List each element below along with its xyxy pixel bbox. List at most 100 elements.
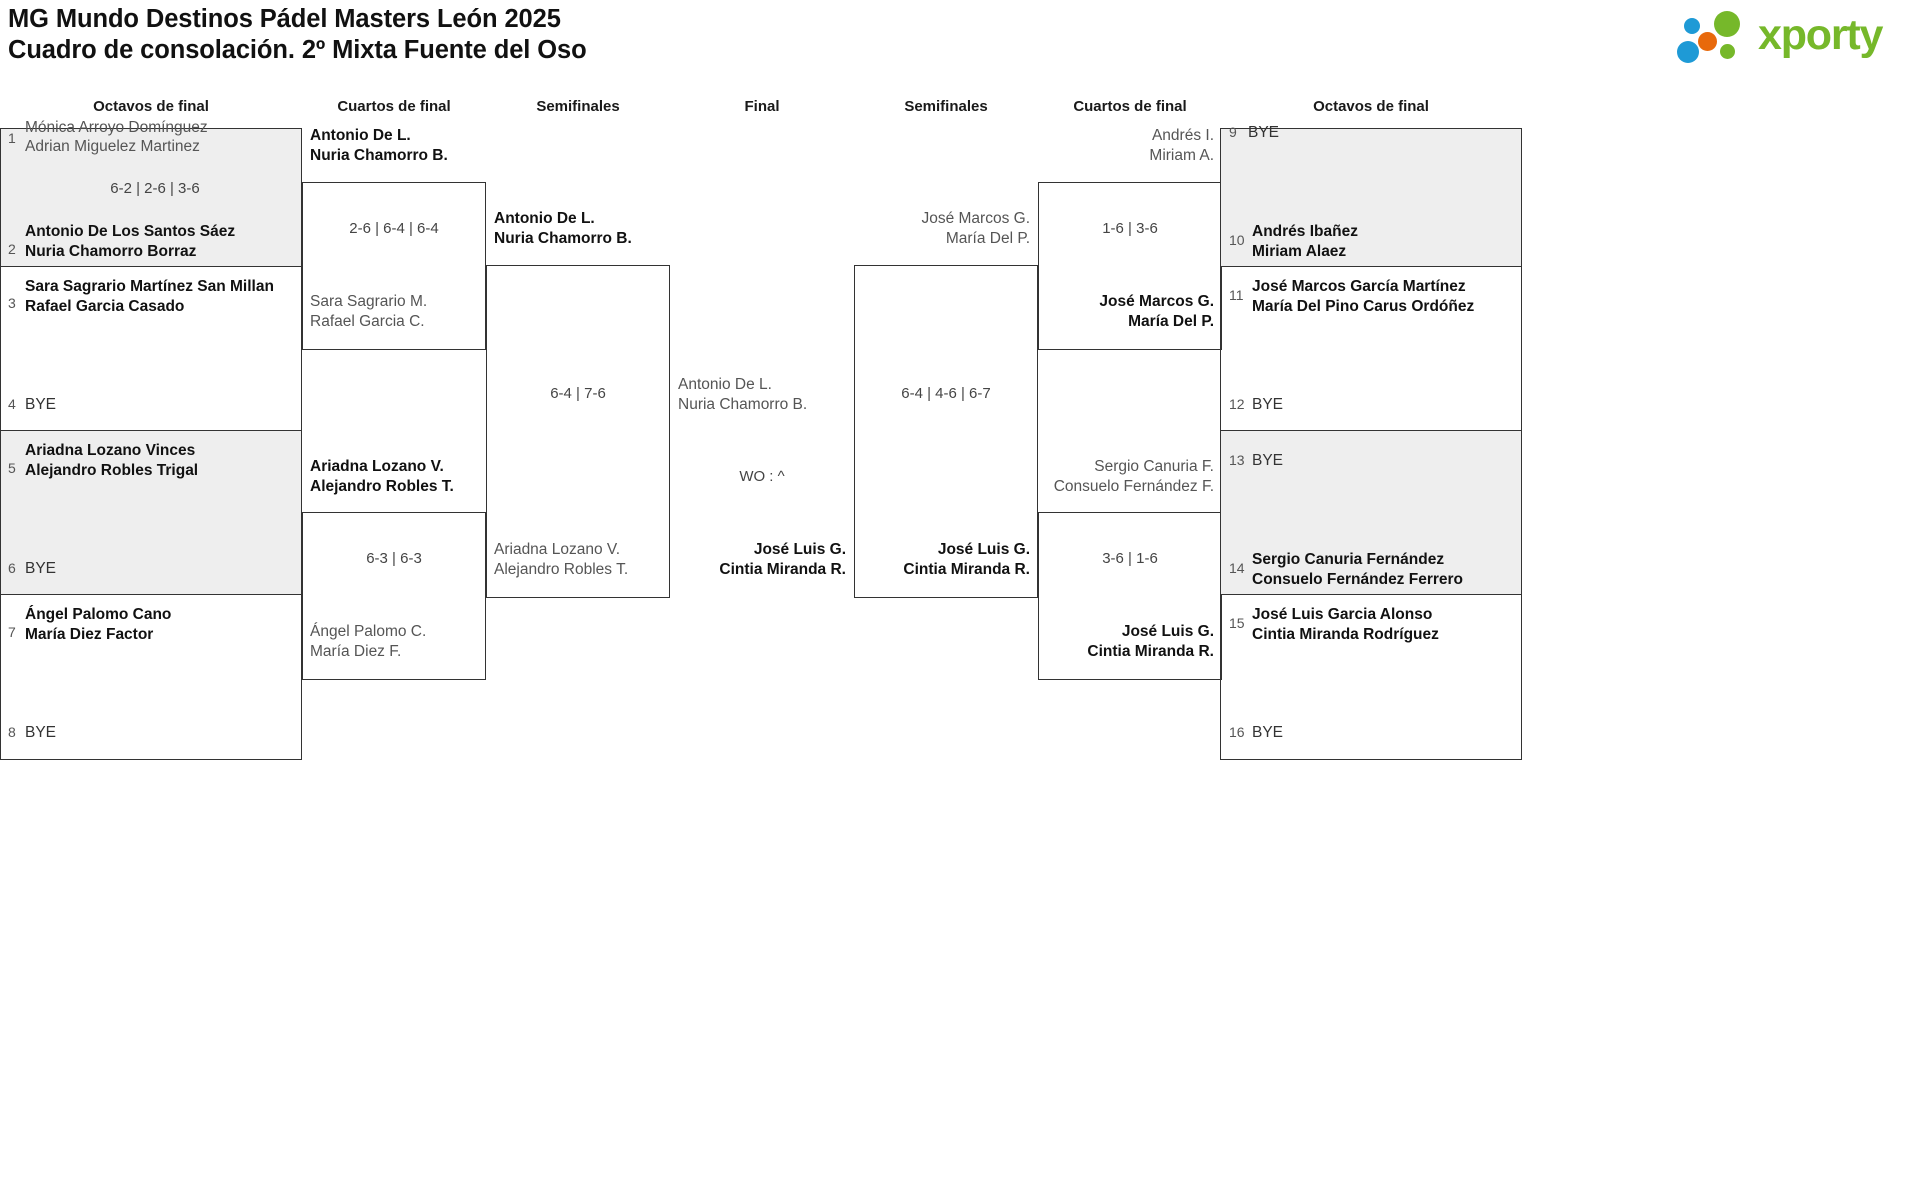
player-name: Andrés Ibañez: [1252, 223, 1358, 240]
match-score: 6-4 | 4-6 | 6-7: [901, 385, 991, 402]
player-name: Antonio De L.: [494, 210, 595, 227]
logo-wordmark: xporty: [1758, 11, 1883, 59]
cuartos-left-box-bottom: [302, 512, 486, 680]
player-name: Ángel Palomo Cano: [25, 606, 172, 623]
player-name: José Marcos G.: [921, 210, 1030, 227]
seed-number: 7: [8, 624, 16, 640]
player-name: Cintia Miranda R.: [719, 561, 846, 578]
bye-slot: BYE: [25, 396, 57, 413]
bye-slot: BYE: [1252, 396, 1284, 413]
semis-right-box: [854, 265, 1038, 598]
player-name: Ariadna Lozano V.: [310, 458, 444, 475]
seed-number: 10: [1229, 232, 1245, 248]
player-name: Adrian Miguelez Martinez: [25, 138, 200, 155]
player-name: Sergio Canuria F.: [1094, 458, 1214, 475]
seed-number: 16: [1229, 724, 1245, 740]
player-name: Antonio De L.: [310, 127, 411, 144]
semis-left-box: [486, 265, 670, 598]
cuartos-left-box-top: [302, 182, 486, 350]
cuartos-right-box-bottom: [1038, 512, 1222, 680]
octavos-right-divider-14-15: [1220, 594, 1522, 595]
player-name: José Luis G.: [937, 541, 1030, 558]
round-header-semis-right: Semifinales: [904, 98, 988, 115]
round-header-octavos-right: Octavos de final: [1313, 98, 1429, 115]
round-header-semis-left: Semifinales: [536, 98, 620, 115]
match-score: 6-2 | 2-6 | 3-6: [110, 180, 200, 197]
octavos-band-1: [0, 128, 302, 266]
match-score: 3-6 | 1-6: [1102, 550, 1158, 567]
seed-number: 5: [8, 460, 16, 476]
seed-number: 11: [1229, 287, 1244, 303]
seed-number: 13: [1229, 452, 1245, 468]
draw-subtitle: Cuadro de consolación. 2º Mixta Fuente d…: [8, 36, 587, 64]
round-header-cuartos-right: Cuartos de final: [1073, 98, 1187, 115]
match-score: 2-6 | 6-4 | 6-4: [349, 220, 439, 237]
logo-dot-orange: [1698, 32, 1717, 51]
match-score: WO : ^: [739, 468, 785, 485]
octavos-right-band-1: [1220, 128, 1522, 266]
round-header-octavos-left: Octavos de final: [93, 98, 209, 115]
player-name: Mónica Arroyo Domínguez: [25, 119, 208, 136]
octavos-divider-2-3: [0, 266, 302, 267]
round-header-final: Final: [744, 98, 780, 115]
match-score: 6-4 | 7-6: [550, 385, 606, 402]
match-score: 6-3 | 6-3: [366, 550, 422, 567]
seed-number: 8: [8, 724, 16, 740]
seed-number: 6: [8, 560, 16, 576]
player-name: José Marcos G.: [1099, 293, 1214, 310]
player-name: Andrés I.: [1151, 127, 1214, 144]
logo-dot-green-large: [1714, 11, 1740, 37]
octavos-right-divider-12-13: [1220, 430, 1522, 431]
bye-slot: BYE: [1252, 452, 1284, 469]
seed-number: 3: [8, 295, 16, 311]
player-name: María Diez Factor: [25, 626, 154, 643]
player-name: Consuelo Fernández Ferrero: [1252, 571, 1464, 588]
seed-number: 1: [8, 130, 16, 146]
page-title: MG Mundo Destinos Pádel Masters León 202…: [8, 4, 587, 66]
octavos-left-frame: [0, 128, 302, 760]
player-name: Sara Sagrario M.: [310, 293, 428, 310]
player-name: Nuria Chamorro B.: [310, 147, 448, 164]
xporty-logo: xporty: [1676, 8, 1906, 63]
player-name: Antonio De Los Santos Sáez: [25, 223, 236, 240]
player-name: Nuria Chamorro Borraz: [25, 243, 197, 260]
player-name: Nuria Chamorro B.: [494, 230, 632, 247]
seed-number: 15: [1229, 615, 1245, 631]
player-name: Alejandro Robles T.: [494, 561, 629, 578]
match-score: 1-6 | 3-6: [1102, 220, 1158, 237]
logo-dot-blue-small: [1684, 18, 1700, 34]
round-header-cuartos-left: Cuartos de final: [337, 98, 451, 115]
bye-slot: BYE: [25, 724, 57, 741]
player-name: María Del P.: [945, 230, 1030, 247]
player-name: Nuria Chamorro B.: [678, 396, 808, 413]
seed-number: 4: [8, 396, 16, 412]
player-name: Rafael Garcia Casado: [25, 298, 185, 315]
player-name: José Luis G.: [753, 541, 846, 558]
player-name: José Luis G.: [1121, 623, 1214, 640]
octavos-right-band-2: [1220, 430, 1522, 594]
player-name: María Del Pino Carus Ordóñez: [1252, 298, 1475, 315]
player-name: Rafael Garcia C.: [310, 313, 425, 330]
seed-number: 2: [8, 241, 16, 257]
player-name: Ángel Palomo C.: [310, 623, 427, 640]
player-name: Consuelo Fernández F.: [1053, 478, 1214, 495]
player-name: Cintia Miranda R.: [1087, 643, 1214, 660]
player-name: Sergio Canuria Fernández: [1252, 551, 1445, 568]
logo-dot-green-small: [1720, 44, 1735, 59]
player-name: Ariadna Lozano V.: [494, 541, 621, 558]
seed-number: 12: [1229, 396, 1245, 412]
player-name: Ariadna Lozano Vinces: [25, 442, 196, 459]
player-name: Miriam A.: [1149, 147, 1214, 164]
player-name: Antonio De L.: [678, 376, 772, 393]
octavos-divider-4-5: [0, 430, 302, 431]
octavos-divider-6-7: [0, 594, 302, 595]
bye-slot: BYE: [1252, 724, 1284, 741]
player-name: Cintia Miranda R.: [903, 561, 1030, 578]
player-name: María Diez F.: [310, 643, 402, 660]
octavos-right-divider-10-11: [1220, 266, 1522, 267]
player-name: Sara Sagrario Martínez San Millan: [25, 278, 274, 295]
bye-slot: BYE: [1248, 124, 1280, 141]
player-name: Miriam Alaez: [1252, 243, 1347, 260]
player-name: José Luis Garcia Alonso: [1252, 606, 1433, 623]
